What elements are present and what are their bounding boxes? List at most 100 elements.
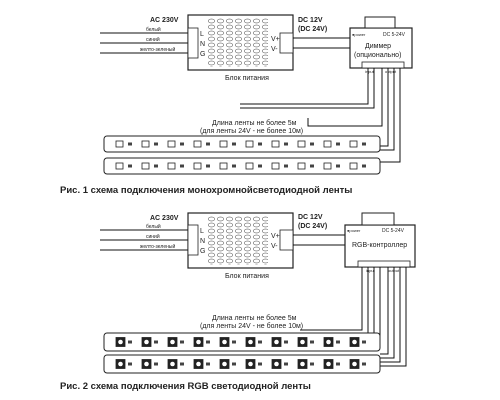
led-chip: [349, 140, 358, 148]
led-lens: [170, 361, 175, 367]
power-label: ●power: [347, 228, 361, 233]
vent-grille: [206, 216, 268, 265]
resistor: [232, 340, 236, 344]
resistor: [180, 142, 184, 146]
input-terminal-block: [187, 27, 199, 59]
resistor: [336, 164, 340, 168]
led-chip: [141, 140, 150, 148]
resistor: [284, 340, 288, 344]
led-chip: [219, 140, 228, 148]
led-lens: [144, 361, 149, 367]
led-strip-1b: [103, 157, 381, 175]
wire-label-blue: синий: [146, 36, 160, 43]
resistor: [180, 340, 184, 344]
resistor: [232, 164, 236, 168]
terminal-l: L: [200, 31, 204, 38]
wire-label-blue: синий: [146, 233, 160, 240]
resistor: [128, 362, 132, 366]
dc-label-sub: (DC 24V): [298, 26, 327, 33]
led-lens: [118, 361, 123, 367]
resistor: [128, 340, 132, 344]
resistor: [232, 142, 236, 146]
figure-2: AC 230V белый синий желто-зеленый L N G …: [60, 212, 416, 392]
resistor: [362, 164, 366, 168]
resistor: [232, 362, 236, 366]
resistor: [284, 362, 288, 366]
led-chip: [323, 162, 332, 170]
led-chip: [271, 162, 280, 170]
led-lens: [118, 339, 123, 345]
resistor: [154, 142, 158, 146]
led-lens: [196, 339, 201, 345]
dimmer-optional: (опционально): [354, 52, 401, 59]
led-lens: [352, 339, 357, 345]
resistor: [206, 362, 210, 366]
wire-label-white: белый: [146, 223, 161, 230]
led-lens: [326, 339, 331, 345]
dimmer-1: ●power DC 5-24V Диммер (опционально): [349, 16, 413, 69]
led-chips-1a: [115, 140, 366, 148]
led-chip: [219, 162, 228, 170]
resistor: [206, 164, 210, 168]
led-lens: [352, 361, 357, 367]
resistor: [154, 164, 158, 168]
wire-label-ground: желто-зеленый: [140, 46, 175, 53]
rgb-led-chips-2b: [115, 359, 366, 369]
strip-length-note: Длина ленты не более 5м: [212, 314, 297, 322]
led-lens: [274, 339, 279, 345]
led-lens: [170, 339, 175, 345]
led-lens: [300, 361, 305, 367]
mains-wires-1: [100, 32, 188, 54]
led-chip: [245, 162, 254, 170]
led-chip: [141, 162, 150, 170]
strip-length-note: Длина ленты не более 5м: [212, 119, 297, 127]
resistor: [310, 362, 314, 366]
resistor: [310, 340, 314, 344]
wire-label-white: белый: [146, 26, 161, 33]
led-chip: [245, 140, 254, 148]
resistor: [310, 142, 314, 146]
led-lens: [300, 339, 305, 345]
led-chip: [167, 140, 176, 148]
input-label: input: [366, 268, 376, 273]
led-lens: [248, 339, 253, 345]
resistor: [362, 340, 366, 344]
terminal-n: N: [200, 238, 205, 245]
resistor: [336, 142, 340, 146]
led-chip: [297, 140, 306, 148]
input-terminal-block: [187, 224, 199, 256]
output-terminal-strip: [357, 260, 411, 268]
resistor: [258, 164, 262, 168]
terminal-v-minus: V-: [271, 46, 278, 53]
led-chip: [323, 140, 332, 148]
power-label: ●power: [352, 32, 366, 37]
dc-label-sub: (DC 24V): [298, 223, 327, 230]
led-lens: [196, 361, 201, 367]
terminal-v-plus: V+: [271, 36, 280, 43]
led-chip: [115, 140, 124, 148]
power-supply-label: Блок питания: [225, 273, 269, 280]
resistor: [180, 164, 184, 168]
rgb-led-chips-2a: [115, 337, 366, 347]
resistor: [258, 340, 262, 344]
resistor: [128, 142, 132, 146]
resistor: [154, 340, 158, 344]
rgb-controller-name: RGB-контроллер: [352, 242, 407, 249]
led-lens: [222, 361, 227, 367]
led-chip: [271, 140, 280, 148]
led-lens: [222, 339, 227, 345]
led-chip: [349, 162, 358, 170]
resistor: [362, 142, 366, 146]
terminal-v-minus: V-: [271, 243, 278, 250]
resistor: [362, 362, 366, 366]
figure-1-caption: Рис. 1 схема подключения монохромнойсвет…: [60, 185, 352, 196]
strip-length-note-24v: (для ленты 24V - не более 10м): [200, 127, 303, 135]
resistor: [154, 362, 158, 366]
output-terminal-block: [279, 229, 294, 251]
ac-label: AC 230V: [150, 17, 179, 24]
terminal-g: G: [200, 248, 205, 255]
dc-feed-wires-2: [293, 234, 345, 246]
terminal-g: G: [200, 51, 205, 58]
strip-length-note-24v: (для ленты 24V - не более 10м): [200, 322, 303, 330]
